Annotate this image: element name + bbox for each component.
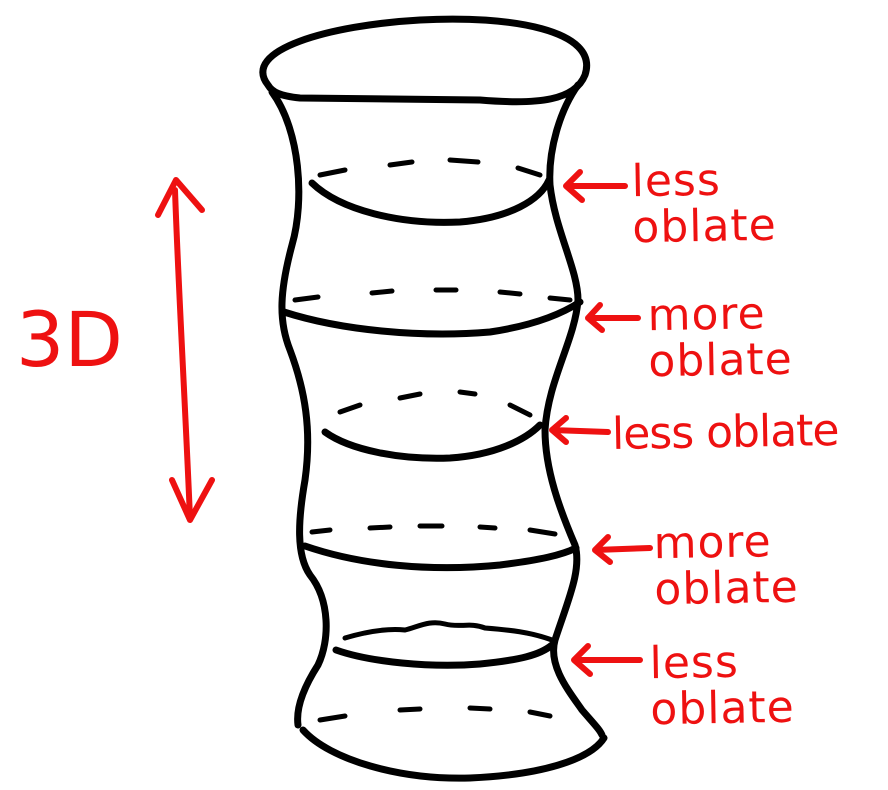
band-2-front	[284, 302, 580, 334]
band-3-front	[325, 425, 540, 458]
annotation-3: less oblate	[612, 408, 839, 458]
annotation-1: less oblate	[631, 157, 777, 252]
pointer-arrow-1	[566, 172, 625, 200]
top-cap	[263, 19, 587, 102]
annotation-5: less oblate	[649, 639, 795, 734]
band-3-back	[340, 392, 530, 415]
band-4-front	[305, 546, 576, 568]
pointer-arrow-3	[552, 418, 608, 442]
pointer-arrow-4	[595, 537, 650, 562]
dimension-arrow	[175, 190, 190, 518]
band-4-back	[312, 526, 555, 534]
pointer-arrow-5	[574, 646, 640, 674]
annotation-4: more oblate	[653, 519, 799, 614]
annotation-2: more oblate	[647, 291, 793, 386]
band-5-back	[345, 623, 552, 640]
pointer-arrow-2	[588, 305, 638, 330]
band-1-back	[320, 160, 540, 175]
dimension-arrow-head-top	[158, 180, 202, 215]
bottom-edge	[303, 730, 604, 778]
band-2-back	[295, 290, 570, 300]
band-1-front	[312, 180, 549, 222]
dimension-label: 3D	[16, 300, 123, 380]
bottom-back	[320, 708, 550, 720]
band-5-front	[336, 645, 552, 665]
